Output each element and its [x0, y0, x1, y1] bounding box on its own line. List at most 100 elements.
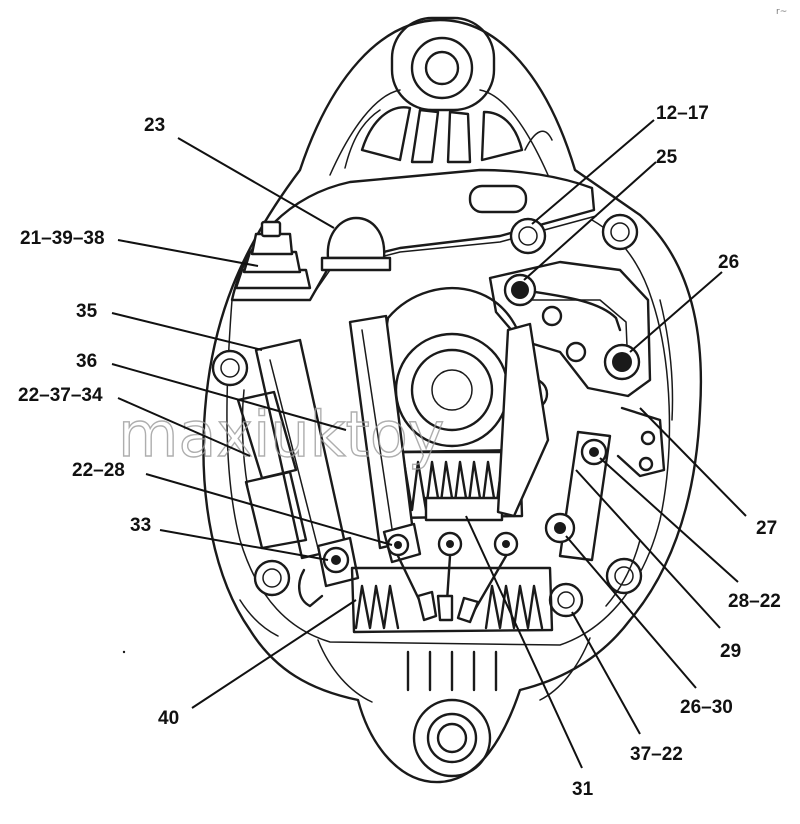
bolt-12-17-head — [518, 226, 538, 246]
leader-37-22 — [571, 611, 641, 735]
bolt-left-lower-head — [262, 568, 282, 588]
leader-29 — [575, 469, 721, 629]
bolt-right-lower — [605, 557, 643, 595]
bottom-ear-shading — [317, 637, 591, 703]
screw-26-30-dot — [554, 522, 566, 534]
leader-40 — [191, 599, 357, 709]
leader-26-30 — [565, 535, 697, 689]
brush-holders — [254, 314, 612, 562]
callout-21-39-38: 21–39–38 — [20, 228, 105, 249]
callout-35: 35 — [76, 301, 98, 322]
top-ear-vents — [360, 106, 524, 164]
leader-21-39-38 — [117, 239, 259, 267]
top-mount-hole-inner — [424, 50, 460, 86]
stray-dot — [122, 650, 126, 654]
bracket-hole-1 — [541, 305, 563, 327]
terminal-stud — [234, 220, 312, 290]
diode-bodies — [416, 590, 480, 624]
watermark: maxiuktoy — [118, 398, 444, 471]
stud-nut-lower — [242, 250, 302, 274]
strap-right — [496, 322, 550, 518]
dome-cap-top — [326, 216, 386, 260]
callout-labels: 23 21–39–38 35 36 22–37–34 22–28 33 40 1… — [18, 103, 781, 800]
callout-12-17: 12–17 — [656, 103, 709, 124]
leader-22-28 — [145, 473, 393, 546]
leader-28-22 — [599, 457, 739, 583]
screw-22-28-dot — [394, 541, 402, 549]
leader-35 — [111, 312, 263, 351]
callout-22-37-34: 22–37–34 — [18, 385, 103, 406]
screw-right-dot — [502, 540, 510, 548]
hub-shaft — [431, 369, 473, 411]
housing — [202, 18, 703, 784]
bolt-37-22-head — [557, 591, 575, 609]
bolt-left-upper-head — [220, 358, 240, 378]
bolt-left-upper — [211, 349, 249, 387]
corner-mark: r~ — [776, 7, 787, 17]
leader-lines — [111, 119, 747, 769]
leader-25 — [523, 161, 657, 281]
diode-leads — [396, 554, 508, 624]
leader-22-37-34 — [117, 397, 251, 457]
bracket-wire — [520, 288, 622, 332]
bolt-top-right — [601, 213, 639, 251]
top-ear-boss — [390, 16, 496, 112]
rectifier-bar-31 — [424, 496, 504, 522]
cover-plate-slot — [468, 184, 528, 214]
callout-29: 29 — [720, 641, 741, 662]
bracket-hole-2 — [565, 341, 587, 363]
right-fitting — [616, 406, 666, 478]
top-mount-hole-outer — [410, 36, 474, 100]
bottom-mount-boss — [412, 698, 492, 778]
top-mount-ear — [344, 16, 553, 169]
screw-33-dot — [331, 555, 341, 565]
inner-rim-marks — [239, 299, 674, 637]
rear-bracket — [488, 260, 652, 398]
callout-27: 27 — [756, 518, 777, 539]
screw-28-22-dot — [589, 447, 599, 457]
dome-cap — [320, 216, 392, 272]
leader-27 — [639, 407, 747, 517]
rectifier-lower-frame — [350, 566, 554, 634]
right-fitting-hole-1 — [640, 430, 656, 446]
left-block-lower — [244, 470, 308, 550]
leader-26 — [629, 271, 723, 353]
bottom-mount-hole-inner — [436, 722, 468, 754]
rectifier-lower-fins — [354, 584, 544, 630]
housing-outer — [202, 18, 703, 784]
housing-bolts — [211, 213, 643, 618]
leader-12-17 — [531, 119, 655, 225]
hub-slip-ring — [410, 348, 494, 432]
strap-centerlines — [269, 329, 395, 557]
callout-26: 26 — [718, 252, 739, 273]
callout-31: 31 — [572, 779, 594, 800]
bolt-37-22 — [548, 582, 584, 618]
rotor-hub — [379, 287, 549, 454]
housing-inner — [226, 219, 671, 646]
bottom-vents — [406, 650, 498, 692]
bolt-top-right-head — [610, 222, 630, 242]
leader-31 — [465, 515, 583, 769]
nut-25-dark — [511, 281, 529, 299]
callout-25: 25 — [656, 147, 678, 168]
bolt-12-17 — [509, 217, 547, 255]
rectifier-lower — [350, 566, 554, 634]
bottom-mount-ear — [317, 637, 591, 778]
bottom-mount-hole-outer — [426, 712, 478, 764]
right-fitting-hole-2 — [638, 456, 654, 472]
stud-tip — [260, 220, 282, 238]
leader-36 — [111, 363, 347, 431]
callout-37-22: 37–22 — [630, 744, 683, 765]
callout-40: 40 — [158, 708, 179, 729]
nut-26-dark — [612, 352, 632, 372]
callout-22-28: 22–28 — [72, 460, 125, 481]
bolt-right-lower-head — [614, 566, 634, 586]
stud-washer — [234, 268, 312, 290]
top-ear-shading — [344, 109, 553, 169]
left-block — [236, 390, 298, 480]
left-components — [236, 389, 308, 550]
callout-36: 36 — [76, 351, 97, 372]
clip-33 — [298, 568, 324, 608]
